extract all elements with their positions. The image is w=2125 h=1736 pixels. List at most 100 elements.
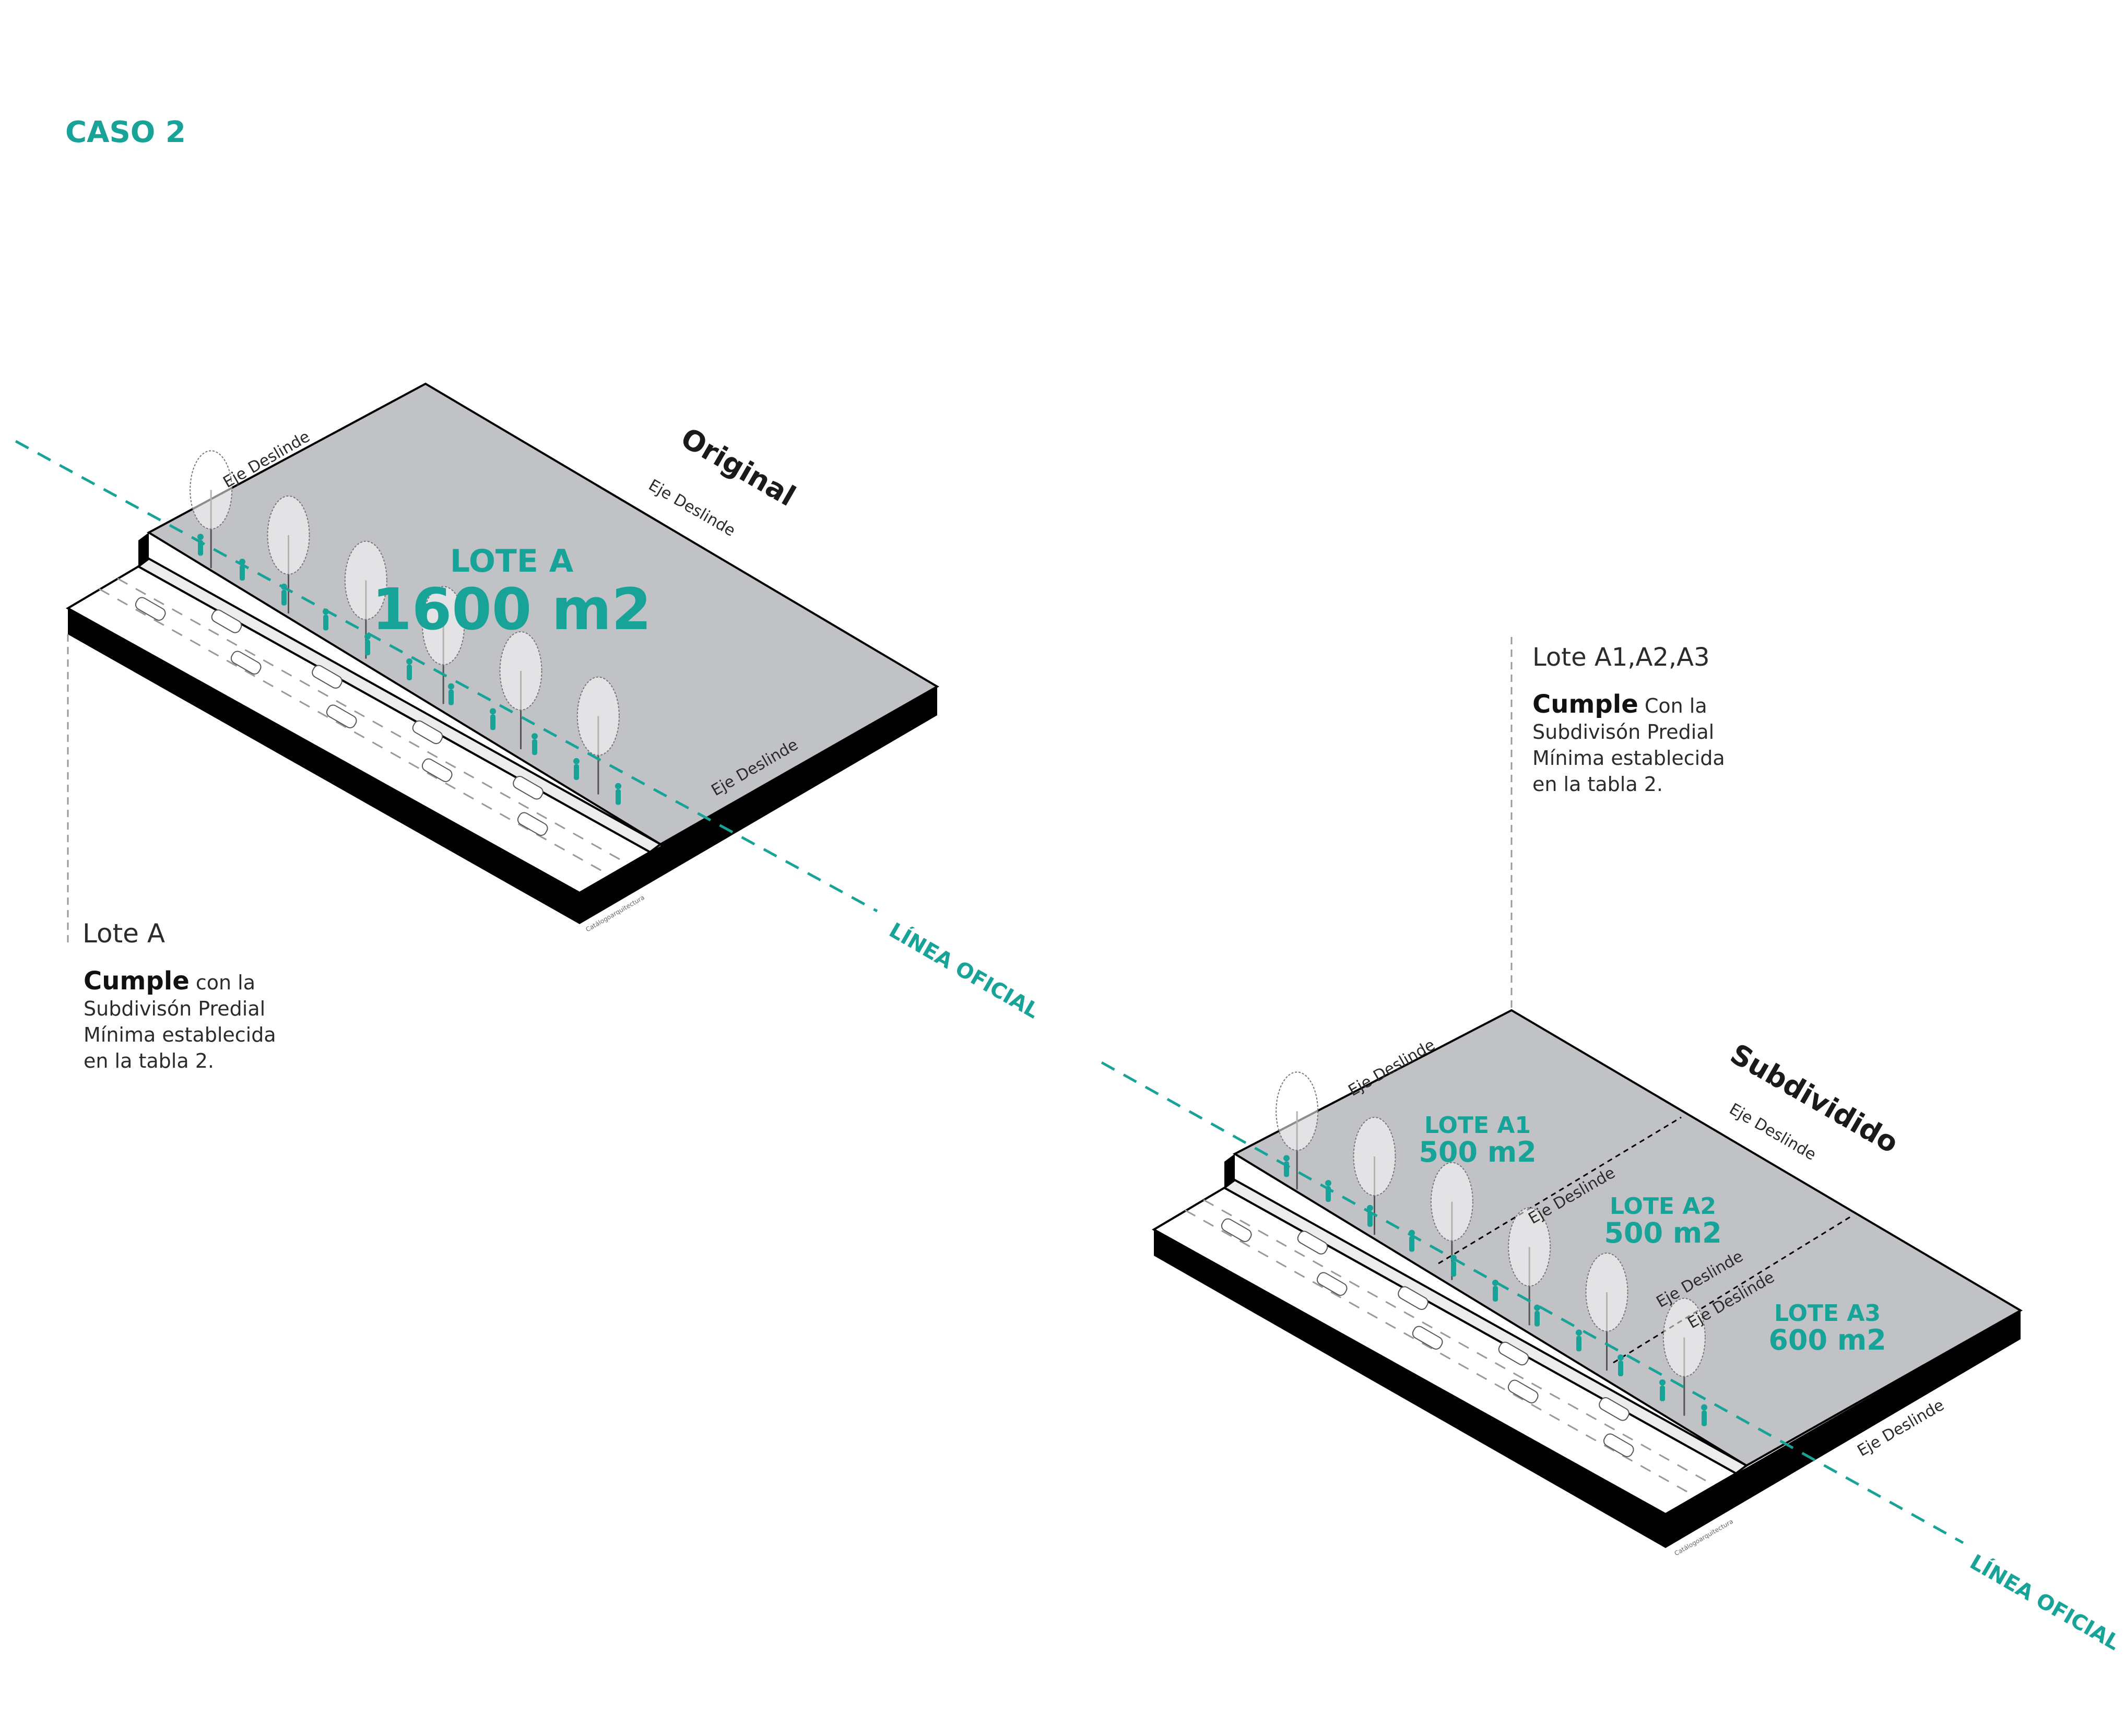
- pedestrian-head: [615, 783, 621, 789]
- car-icon: [1316, 1272, 1348, 1296]
- pedestrian-icon: [323, 615, 328, 631]
- car-icon: [312, 665, 343, 689]
- original-lot-edge: [660, 687, 937, 849]
- pedestrian-icon: [490, 714, 495, 730]
- pedestrian-head: [448, 683, 454, 690]
- tree-icon: [499, 631, 542, 711]
- pedestrian-icon: [365, 640, 370, 656]
- original-lot-name: LOTE A: [450, 543, 574, 580]
- pedestrian-head: [1325, 1180, 1331, 1187]
- sub-linea-oficial-line: [1101, 1061, 1964, 1544]
- pedestrian-icon: [1534, 1310, 1540, 1327]
- car-icon: [1498, 1341, 1529, 1366]
- pedestrian-icon: [407, 664, 412, 680]
- sub-lot-a1-name: LOTE A1: [1424, 1112, 1531, 1139]
- original-note-line-1: Subdivisón Predial: [84, 997, 265, 1020]
- pedestrian-head: [197, 534, 204, 540]
- sub-note-line-1: Subdivisón Predial: [1532, 721, 1714, 743]
- pedestrian-icon: [448, 689, 454, 705]
- original-note-first-line: Cumple con la: [84, 966, 255, 996]
- car-icon: [135, 597, 166, 621]
- car-icon: [1221, 1218, 1252, 1242]
- subdividido-block: [1151, 1009, 2023, 1548]
- tree-icon: [1276, 1071, 1319, 1151]
- sub-lot-side: [1224, 1154, 1235, 1188]
- original-lot-side: [138, 533, 149, 566]
- original-base-slab: [68, 608, 937, 924]
- car-icon: [1297, 1231, 1328, 1255]
- pedestrian-icon: [532, 739, 537, 755]
- pedestrian-icon: [616, 789, 621, 805]
- sub-note-first: Con la: [1638, 694, 1707, 717]
- sub-heading: Subdividido: [1725, 1037, 1904, 1160]
- pedestrian-head: [490, 708, 496, 715]
- pedestrian-head: [1618, 1354, 1624, 1361]
- tree-icon: [190, 450, 233, 530]
- sub-lot-a3-area: 600 m2: [1768, 1324, 1886, 1356]
- original-lane-line-1: [99, 588, 606, 874]
- original-linea-label: LÍNEA OFICIAL: [885, 917, 1044, 1023]
- original-note-bold: Cumple: [84, 966, 190, 996]
- tree-icon: [267, 495, 310, 575]
- sub-division-line-1: [1438, 1116, 1682, 1265]
- pedestrian-icon: [1576, 1336, 1581, 1352]
- car-icon: [1507, 1379, 1539, 1403]
- car-icon: [1603, 1433, 1634, 1457]
- pedestrian-head: [532, 733, 538, 740]
- pedestrian-head: [1701, 1404, 1707, 1411]
- sub-note-line-3: en la tabla 2.: [1532, 773, 1663, 796]
- car-icon: [230, 651, 262, 675]
- pedestrian-icon: [1451, 1261, 1456, 1277]
- original-note-line-3: en la tabla 2.: [84, 1049, 214, 1072]
- sub-note-title: Lote A1,A2,A3: [1532, 643, 1710, 672]
- car-icon: [326, 704, 357, 728]
- pedestrian-head: [1283, 1155, 1290, 1162]
- tree-icon: [344, 540, 387, 620]
- car-icon: [412, 720, 443, 745]
- pedestrian-icon: [1660, 1385, 1665, 1401]
- sub-note-bold: Cumple: [1532, 690, 1638, 719]
- sub-lot-a3-name: LOTE A3: [1774, 1300, 1881, 1327]
- tree-icon: [1353, 1117, 1396, 1196]
- tree-icon: [422, 586, 465, 666]
- tree-icon: [576, 676, 620, 756]
- pedestrian-icon: [1409, 1236, 1414, 1252]
- car-icon: [421, 758, 453, 782]
- car-icon: [1412, 1326, 1443, 1350]
- sub-linea-label: LÍNEA OFICIAL: [1966, 1549, 2124, 1655]
- car-icon: [517, 812, 548, 836]
- pedestrian-head: [1576, 1329, 1582, 1336]
- pedestrian-icon: [1367, 1211, 1373, 1227]
- original-lane-line-2: [117, 577, 626, 864]
- sub-lane-line-1: [1185, 1209, 1692, 1495]
- page-title: CASO 2: [65, 115, 186, 149]
- sub-note-first-line: Cumple Con la: [1532, 690, 1707, 719]
- car-icon: [211, 609, 242, 633]
- original-block: [65, 382, 939, 924]
- pedestrian-head: [406, 658, 412, 665]
- car-icon: [513, 776, 544, 800]
- sub-lot-a2-name: LOTE A2: [1610, 1193, 1716, 1220]
- sub-base-slab: [1154, 1230, 2021, 1548]
- pedestrian-icon: [1493, 1285, 1498, 1302]
- sub-note-line-2: Mínima establecida: [1532, 747, 1725, 770]
- original-note-first: con la: [190, 971, 255, 994]
- pedestrian-icon: [574, 764, 579, 780]
- tree-icon: [1662, 1297, 1706, 1377]
- pedestrian-head: [1659, 1379, 1666, 1386]
- sub-lane-line-2: [1203, 1199, 1712, 1485]
- original-note-title: Lote A: [82, 918, 165, 949]
- pedestrian-icon: [240, 565, 245, 581]
- sub-lot-a2-area: 500 m2: [1604, 1217, 1721, 1249]
- pedestrian-head: [1367, 1204, 1373, 1211]
- tree-icon: [1585, 1253, 1628, 1332]
- original-note-line-2: Mínima establecida: [84, 1023, 276, 1046]
- tree-icon: [1430, 1162, 1473, 1242]
- original-linea-oficial-line: [15, 440, 878, 913]
- pedestrian-icon: [1702, 1410, 1707, 1426]
- pedestrian-icon: [1618, 1361, 1623, 1377]
- sub-lot-a1-area: 500 m2: [1419, 1136, 1536, 1168]
- car-icon: [1599, 1397, 1630, 1421]
- original-lot-area: 1600 m2: [372, 576, 652, 643]
